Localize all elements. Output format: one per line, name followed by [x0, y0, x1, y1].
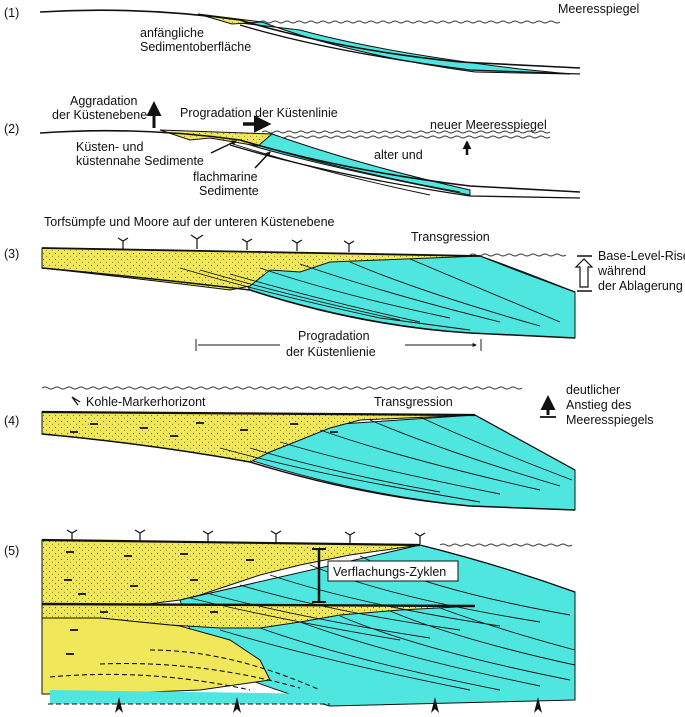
panel-4-slr-line3: Meeresspiegels [566, 413, 654, 427]
panel-2-lower-profile [229, 144, 581, 199]
panel-2-sea-level-line-old [261, 130, 551, 134]
panel-1-sea-sediment [231, 21, 571, 75]
panel-2-aggradation-line1: Aggradation [70, 94, 137, 108]
panel-4-coal-marker-label: Kohle-Markerhorizont [86, 395, 206, 409]
panel-5-plant-icons [66, 529, 426, 544]
panel-1-initial-surface-label: anfängliche Sedimentoberfläche [140, 26, 251, 54]
plant-icon [344, 531, 356, 543]
panel-4-transgression-label: Transgression [374, 395, 453, 409]
panel-3-inner-lines [179, 258, 561, 331]
panel-3-plant-icons [117, 234, 355, 252]
panel-5: (5) [4, 529, 576, 713]
panel-5-slope-profile [419, 544, 576, 593]
panel-2: (2) Aggradation der Küstenebene Prograda… [4, 94, 581, 199]
panel-3-transgression-label: Transgression [411, 230, 490, 244]
plant-icon [241, 238, 253, 250]
panel-5-inner-lines [189, 555, 576, 691]
panel-2-number: (2) [4, 122, 19, 136]
panel-1-sea-level-label: Meeresspiegel [558, 2, 639, 16]
panel-3-bottom-profile [41, 267, 576, 339]
well-marker-icon [115, 697, 123, 713]
plant-icon [66, 529, 78, 541]
panel-3-blr-line1: Base-Level-Rise [598, 249, 685, 263]
panel-3-progradation-label: Progradation der Küstenlienie [286, 329, 376, 359]
panel-3-top-profile [41, 247, 481, 257]
panel-3-slope-profile [479, 255, 576, 293]
panel-2-sea-level-line [261, 135, 551, 139]
plant-icon [117, 237, 129, 249]
panel-2-new-sea-level-label: neuer Meeresspiegel [430, 118, 547, 132]
panel-1-upper-profile [39, 9, 581, 69]
panel-1-number: (1) [4, 6, 19, 20]
panel-3-prog-line1: Progradation [298, 329, 370, 343]
panel-2-shallow-pointer [254, 151, 271, 169]
panel-1-lower-profile [239, 24, 581, 75]
panel-2-shallow-marine-label: flachmarine Sedimente [193, 170, 261, 198]
panel-2-coastal-line1: Küsten- und [76, 140, 143, 154]
plant-icon [291, 239, 303, 251]
panel-5-bottom-markers [115, 697, 542, 713]
panel-3-blr-line2: während [597, 264, 646, 278]
panel-2-aggradation-label: Aggradation der Küstenebene [52, 94, 147, 122]
plant-icon [190, 234, 204, 249]
panel-4-sea-level-rise-icon [540, 395, 556, 418]
plant-icon [414, 532, 426, 544]
panel-1-sea-level-line [259, 20, 561, 24]
panel-2-upper-profile [39, 129, 581, 193]
panel-5-number: (5) [4, 544, 19, 558]
plant-icon [134, 529, 146, 541]
panel-2-shallow-line2: Sedimente [199, 184, 259, 198]
panel-4-sea-level-rise-label: deutlicher Anstieg des Meeresspiegels [566, 383, 654, 427]
panel-5-shallowing-label: Verflachungs-Zyklen [333, 565, 446, 579]
panel-4: (4) Kohle-Markerhorizont Transgression d… [4, 383, 654, 511]
panel-3-blr-line3: der Ablagerung [598, 279, 683, 293]
panel-4-inner-lines [219, 416, 573, 503]
panel-1-initial-surface-line1: anfängliche [140, 26, 204, 40]
panel-4-number: (4) [4, 414, 19, 428]
well-marker-icon [233, 697, 241, 713]
panel-3: (3) Torfsümpfe und Moo [4, 215, 685, 359]
panel-3-number: (3) [4, 247, 19, 261]
panel-2-coastal-line2: küstennahe Sedimente [76, 154, 204, 168]
panel-4-coal-marker-pointer [71, 396, 81, 406]
well-marker-icon [534, 697, 542, 713]
panel-3-progradation-bar [195, 339, 482, 351]
panel-5-middle-profile [41, 602, 476, 608]
panel-5-top-profile [41, 538, 421, 547]
panel-5-sea-level-line [439, 543, 573, 547]
plant-icon [270, 530, 282, 542]
panel-3-base-level-rise-icon [574, 255, 594, 292]
panel-5-dashed-lines [48, 649, 330, 705]
panel-5-lower-sea [50, 690, 330, 704]
panel-3-sea-level-line [469, 253, 567, 257]
panel-2-shallow-line1: flachmarine [193, 170, 258, 184]
panel-2-aggradation-line2: der Küstenebene [52, 108, 147, 122]
panel-3-base-level-rise-label: Base-Level-Rise während der Ablagerung [597, 249, 685, 293]
panel-2-coastal-sediments-label: Küsten- und küstennahe Sedimente [76, 140, 204, 168]
panel-2-progradation-label: Progradation der Küstenlinie [180, 106, 338, 120]
panel-3-prog-line2: der Küstenlienie [286, 345, 376, 359]
panel-4-sea-level-line [41, 386, 523, 390]
well-marker-icon [431, 697, 439, 713]
panel-4-slr-line2: Anstieg des [566, 398, 631, 412]
panel-1: (1) Meeresspiegel anfängliche Sedimentob… [4, 2, 639, 75]
panel-4-bottom-profile [41, 433, 576, 511]
panel-4-top-profile [41, 410, 476, 417]
plant-icon [202, 530, 214, 542]
plant-icon [343, 240, 355, 252]
panel-5-shallowing-marker [312, 548, 459, 603]
panel-4-slr-line1: deutlicher [566, 383, 620, 397]
panel-4-slope-profile [474, 414, 576, 471]
panel-2-old-and-label: alter und [374, 148, 423, 162]
panel-2-sea-sediment [214, 133, 471, 196]
panel-3-peat-label: Torfsümpfe und Moore auf der unteren Küs… [44, 215, 335, 229]
panel-5-coal-dashes [64, 551, 254, 655]
panel-4-coal-dashes [70, 422, 338, 437]
panel-2-coastal-pointer [210, 140, 237, 154]
panel-1-initial-surface-line2: Sedimentoberfläche [140, 40, 251, 54]
